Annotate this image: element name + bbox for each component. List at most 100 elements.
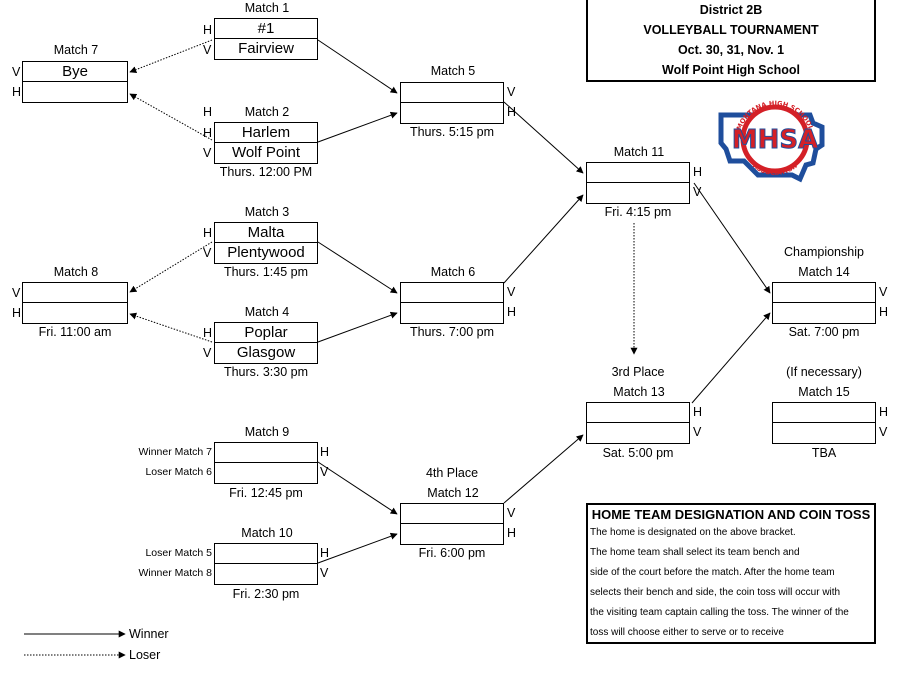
info-line: The home is designated on the above brac… <box>590 527 796 538</box>
match-8-time: Fri. 11:00 am <box>38 325 112 339</box>
match-12-visitor-team <box>401 504 503 524</box>
match-15-home-marker: H <box>879 405 889 419</box>
match-8-visitor-marker: V <box>12 286 21 300</box>
match-13-visitor-marker: V <box>693 425 702 439</box>
match-14-visitor-team <box>773 283 875 303</box>
match-3-time: Thurs. 1:45 pm <box>223 265 309 279</box>
match-3-visitor-marker: V <box>203 246 212 260</box>
match-7-visitor-team: Bye <box>23 62 127 82</box>
match-14-box <box>772 282 876 324</box>
match-10-visitor-team <box>215 564 317 584</box>
match-6-time: Thurs. 7:00 pm <box>409 325 495 339</box>
match-3-box: Malta Plentywood <box>214 222 318 264</box>
match-15-visitor-team <box>773 423 875 443</box>
match-8-visitor-team <box>23 283 127 303</box>
match-1-visitor-team: Fairview <box>238 40 294 57</box>
match-14-time: Sat. 7:00 pm <box>788 325 860 339</box>
match-2-home-marker: H <box>203 126 213 140</box>
match-5-box <box>400 82 504 124</box>
match-11-title: Match 11 <box>613 145 665 159</box>
match-6-title: Match 6 <box>430 265 476 279</box>
match-10-bottom-source: Winner Match 8 <box>138 567 212 579</box>
match-4-visitor-marker: V <box>203 346 212 360</box>
info-line: side of the court before the match. Afte… <box>590 567 835 578</box>
match-9-home-team <box>215 443 317 463</box>
match-15-home-team <box>773 403 875 423</box>
match-11-time: Fri. 4:15 pm <box>604 205 672 219</box>
match-8-box <box>22 282 128 324</box>
legend-loser-label: Loser <box>129 648 161 662</box>
match-3-home-marker: H <box>203 226 213 240</box>
match-11-home-team <box>587 163 689 183</box>
match-2-box: Harlem Wolf Point <box>214 122 318 164</box>
match-1-title: Match 1 <box>244 1 290 15</box>
match-3-visitor-team: Plentywood <box>227 244 305 261</box>
header-line-dates: Oct. 30, 31, Nov. 1 <box>677 43 785 57</box>
match-3-home-team: Malta <box>215 223 317 243</box>
match-15-title: Match 15 <box>798 385 850 399</box>
match-1-visitor-marker: V <box>203 43 212 57</box>
match-13-title: Match 13 <box>613 385 665 399</box>
match-13-visitor-team <box>587 423 689 443</box>
mhsa-logo: MONTANA HIGH SCHOOL MHSA ASSOCIATION <box>718 99 825 183</box>
match-4-box: Poplar Glasgow <box>214 322 318 364</box>
match-5-visitor-team <box>401 83 503 103</box>
info-line: toss will choose either to serve or to r… <box>590 627 784 638</box>
match-7-title: Match 7 <box>53 43 99 57</box>
match-12-subtitle: 4th Place <box>425 466 479 480</box>
match-12-home-marker: H <box>507 526 517 540</box>
match-11-home-marker: H <box>693 165 703 179</box>
match-2-time: Thurs. 12:00 PM <box>219 165 313 179</box>
match-9-home-marker: H <box>320 445 330 459</box>
match-9-visitor-marker: V <box>320 465 329 479</box>
match-13-home-marker: H <box>693 405 703 419</box>
home-team-info-box: HOME TEAM DESIGNATION AND COIN TOSS The … <box>586 503 876 644</box>
match-2-title: Match 2 <box>244 105 290 119</box>
match-4-visitor-team: Glasgow <box>236 344 296 361</box>
match-12-visitor-marker: V <box>507 506 516 520</box>
header-line-venue: Wolf Point High School <box>662 63 800 77</box>
match-11-box <box>586 162 690 204</box>
match-7-home-team <box>23 82 127 102</box>
info-title: HOME TEAM DESIGNATION AND COIN TOSS <box>591 507 871 522</box>
logo-main-text: MHSA <box>732 125 818 155</box>
match-12-home-team <box>401 524 503 544</box>
match-15-subtitle: (If necessary) <box>786 365 862 379</box>
info-line: The home team shall select its team benc… <box>590 547 800 558</box>
match-8-home-team <box>23 303 127 323</box>
match-6-visitor-team <box>401 283 503 303</box>
match-9-bottom-source: Loser Match 6 <box>145 466 212 478</box>
match-12-box <box>400 503 504 545</box>
match-1-home-team: #1 <box>215 19 317 39</box>
match-9-top-source: Winner Match 7 <box>138 446 212 458</box>
match-10-box <box>214 543 318 585</box>
match-15-time: TBA <box>811 446 837 460</box>
info-line: the visiting team captain calling the to… <box>590 607 849 618</box>
match-4-time: Thurs. 3:30 pm <box>223 365 309 379</box>
match-14-home-marker: H <box>879 305 889 319</box>
info-line: selects their bench and side, the coin t… <box>590 587 841 598</box>
match-14-visitor-marker: V <box>879 285 888 299</box>
match-10-time: Fri. 2:30 pm <box>232 587 300 601</box>
match-9-time: Fri. 12:45 pm <box>229 486 303 500</box>
tournament-header: District 2B VOLLEYBALL TOURNAMENT Oct. 3… <box>586 0 876 82</box>
match-11-visitor-marker: V <box>693 185 702 199</box>
header-line-tournament: VOLLEYBALL TOURNAMENT <box>643 23 819 37</box>
match-14-home-team <box>773 303 875 323</box>
match-2-visitor-team: Wolf Point <box>231 144 301 161</box>
match-10-title: Match 10 <box>241 526 293 540</box>
match-13-subtitle: 3rd Place <box>611 365 665 379</box>
match-8-title: Match 8 <box>53 265 99 279</box>
match-15-visitor-marker: V <box>879 425 888 439</box>
match-6-visitor-marker: V <box>507 285 516 299</box>
match-2-extra-marker: H <box>203 105 213 119</box>
match-5-visitor-marker: V <box>507 85 516 99</box>
match-5-home-team <box>401 103 503 123</box>
match-13-time: Sat. 5:00 pm <box>602 446 674 460</box>
match-2-visitor-marker: V <box>203 146 212 160</box>
match-1-home-marker: H <box>203 23 213 37</box>
match-8-home-marker: H <box>12 306 22 320</box>
match-9-title: Match 9 <box>244 425 290 439</box>
match-10-home-team <box>215 544 317 564</box>
match-7-visitor-marker: V <box>12 65 21 79</box>
